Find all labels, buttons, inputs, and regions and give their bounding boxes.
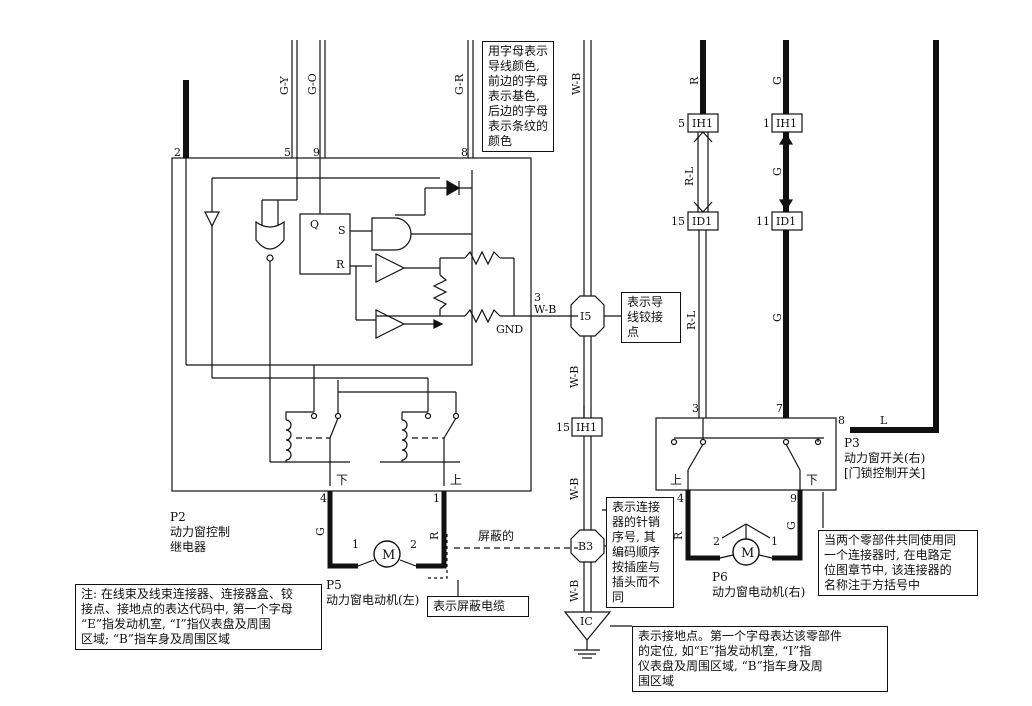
label-g-o: G-O: [306, 73, 319, 95]
note-wire-color: 用字母表示 导线颜色, 前边的字母 表示基色, 后边的字母 表示条纹的 颜色: [482, 41, 554, 152]
connector-id1-b: ID1: [776, 215, 796, 228]
relay-box: [171, 157, 532, 492]
p2-name: 动力窗控制 继电器: [170, 525, 231, 554]
label-r-right-motor: R: [672, 531, 685, 540]
pin-sw4: 4: [677, 492, 684, 505]
comparator-2: [375, 309, 406, 339]
label-w-b-b: W-B: [568, 478, 581, 500]
comparator-1: [375, 253, 406, 283]
label-r-l-low: R-L: [685, 310, 698, 330]
ff-s: S: [338, 224, 346, 237]
ff-r: R: [336, 258, 345, 271]
splice-b3-label: B3: [578, 540, 593, 553]
p6-name: 动力窗电动机(右): [712, 585, 806, 599]
pin-1-left: 1: [433, 492, 440, 505]
label-w-b-c: W-B: [568, 580, 581, 602]
label-g-right-motor: G: [785, 521, 798, 530]
label-g-low: G: [771, 313, 784, 322]
label-g-r: G-R: [453, 73, 466, 95]
label-g-top: G: [771, 76, 784, 85]
motor-right-m: M: [741, 546, 754, 561]
note-shared-connector: 当两个零部件共同使用同 一个连接器时, 在电路定 位图章节中, 该连接器的 名称…: [818, 530, 978, 596]
relay-up: 上: [450, 473, 462, 487]
pin-5: 5: [284, 146, 291, 159]
p6-code: P6: [712, 570, 728, 584]
label-r-l-mid: R-L: [683, 166, 696, 186]
diode-symbol: [446, 179, 461, 197]
switch-down: 下: [806, 473, 818, 487]
ff-q: Q: [310, 218, 319, 231]
connector-id1-a: ID1: [692, 215, 712, 228]
pin-1-ih1: 1: [763, 117, 770, 130]
or-gate-symbol: [255, 220, 285, 250]
p3-name: 动力窗开关(右) [门锁控制开关]: [844, 451, 926, 480]
label-r-top: R: [688, 76, 701, 85]
resistor-3: [464, 308, 501, 324]
pin-sw9: 9: [790, 492, 797, 505]
resistor-2: [432, 274, 448, 310]
relay-down: 下: [336, 473, 348, 487]
label-g-y: G-Y: [278, 76, 291, 95]
note-harness: 注: 在线束及线束连接器、连接器盒、铰 接点、接地点的表达代码中, 第一个字母 …: [75, 584, 322, 650]
pin-sw8: 8: [838, 414, 845, 427]
connector-ih1-b: IH1: [776, 117, 797, 130]
pin-11-id1: 11: [756, 215, 770, 228]
ground-label: IC: [580, 615, 593, 628]
pin-5-ih1: 5: [678, 117, 685, 130]
pin-sw3: 3: [692, 402, 699, 415]
pin-sw7: 7: [776, 402, 783, 415]
pin-motor-right-2: 2: [713, 535, 720, 548]
pin-motor-left-1: 1: [352, 538, 359, 551]
ground-symbol: [563, 611, 612, 641]
and-gate-symbol: [371, 217, 412, 251]
connector-ih1-c: IH1: [576, 421, 597, 434]
p3-code: P3: [844, 436, 860, 450]
label-r-left-motor: R: [428, 531, 441, 540]
label-g-left-motor: G: [314, 527, 327, 536]
splice-i5: [570, 295, 605, 337]
splice-i5-label: I5: [580, 310, 591, 323]
label-g-mid: G: [771, 167, 784, 176]
inverter-symbol: [204, 211, 220, 228]
p5-code: P5: [326, 578, 342, 592]
motor-left-symbol: [373, 540, 401, 568]
motor-left-m: M: [382, 548, 395, 563]
note-pin-order: 表示连接 器的针销 序号, 其 编码顺序 按插座与 插头而不 同: [606, 497, 674, 608]
note-splice: 表示导 线铰接 点: [621, 292, 681, 343]
flip-flop-symbol: [299, 213, 351, 275]
note-shield-cable: 表示屏蔽电缆: [427, 596, 529, 617]
shield-label: 屏蔽的: [478, 528, 514, 543]
label-l-wire: L: [880, 414, 888, 427]
resistor-1: [464, 250, 501, 266]
p5-name: 动力窗电动机(左): [326, 593, 420, 607]
pin-motor-right-1: 1: [771, 535, 778, 548]
coil-left: [285, 419, 292, 461]
label-w-b-top: W-B: [570, 73, 583, 95]
splice-b3: [570, 529, 605, 563]
connector-ih1-a: IH1: [692, 117, 713, 130]
switch-up: 上: [670, 473, 682, 487]
label-w-b-a: W-B: [568, 366, 581, 388]
pin-2: 2: [174, 146, 181, 159]
switch-box-p3: [655, 417, 837, 491]
note-ground: 表示接地点。第一个字母表达该零部件 的定位, 如“E”指发动机室, “I”指 仪…: [632, 626, 888, 692]
pin-9: 9: [313, 146, 320, 159]
coil-right: [401, 419, 408, 461]
label-w-b-splice: W-B: [534, 303, 556, 316]
p2-code: P2: [170, 510, 186, 524]
pin-4-left: 4: [320, 492, 327, 505]
pin-3: 3: [534, 291, 541, 304]
pin-15-ih1: 15: [556, 421, 570, 434]
pin-motor-left-2: 2: [410, 538, 417, 551]
pin-15-id1: 15: [671, 215, 685, 228]
gnd-label: GND: [496, 323, 523, 336]
pin-8: 8: [461, 146, 468, 159]
